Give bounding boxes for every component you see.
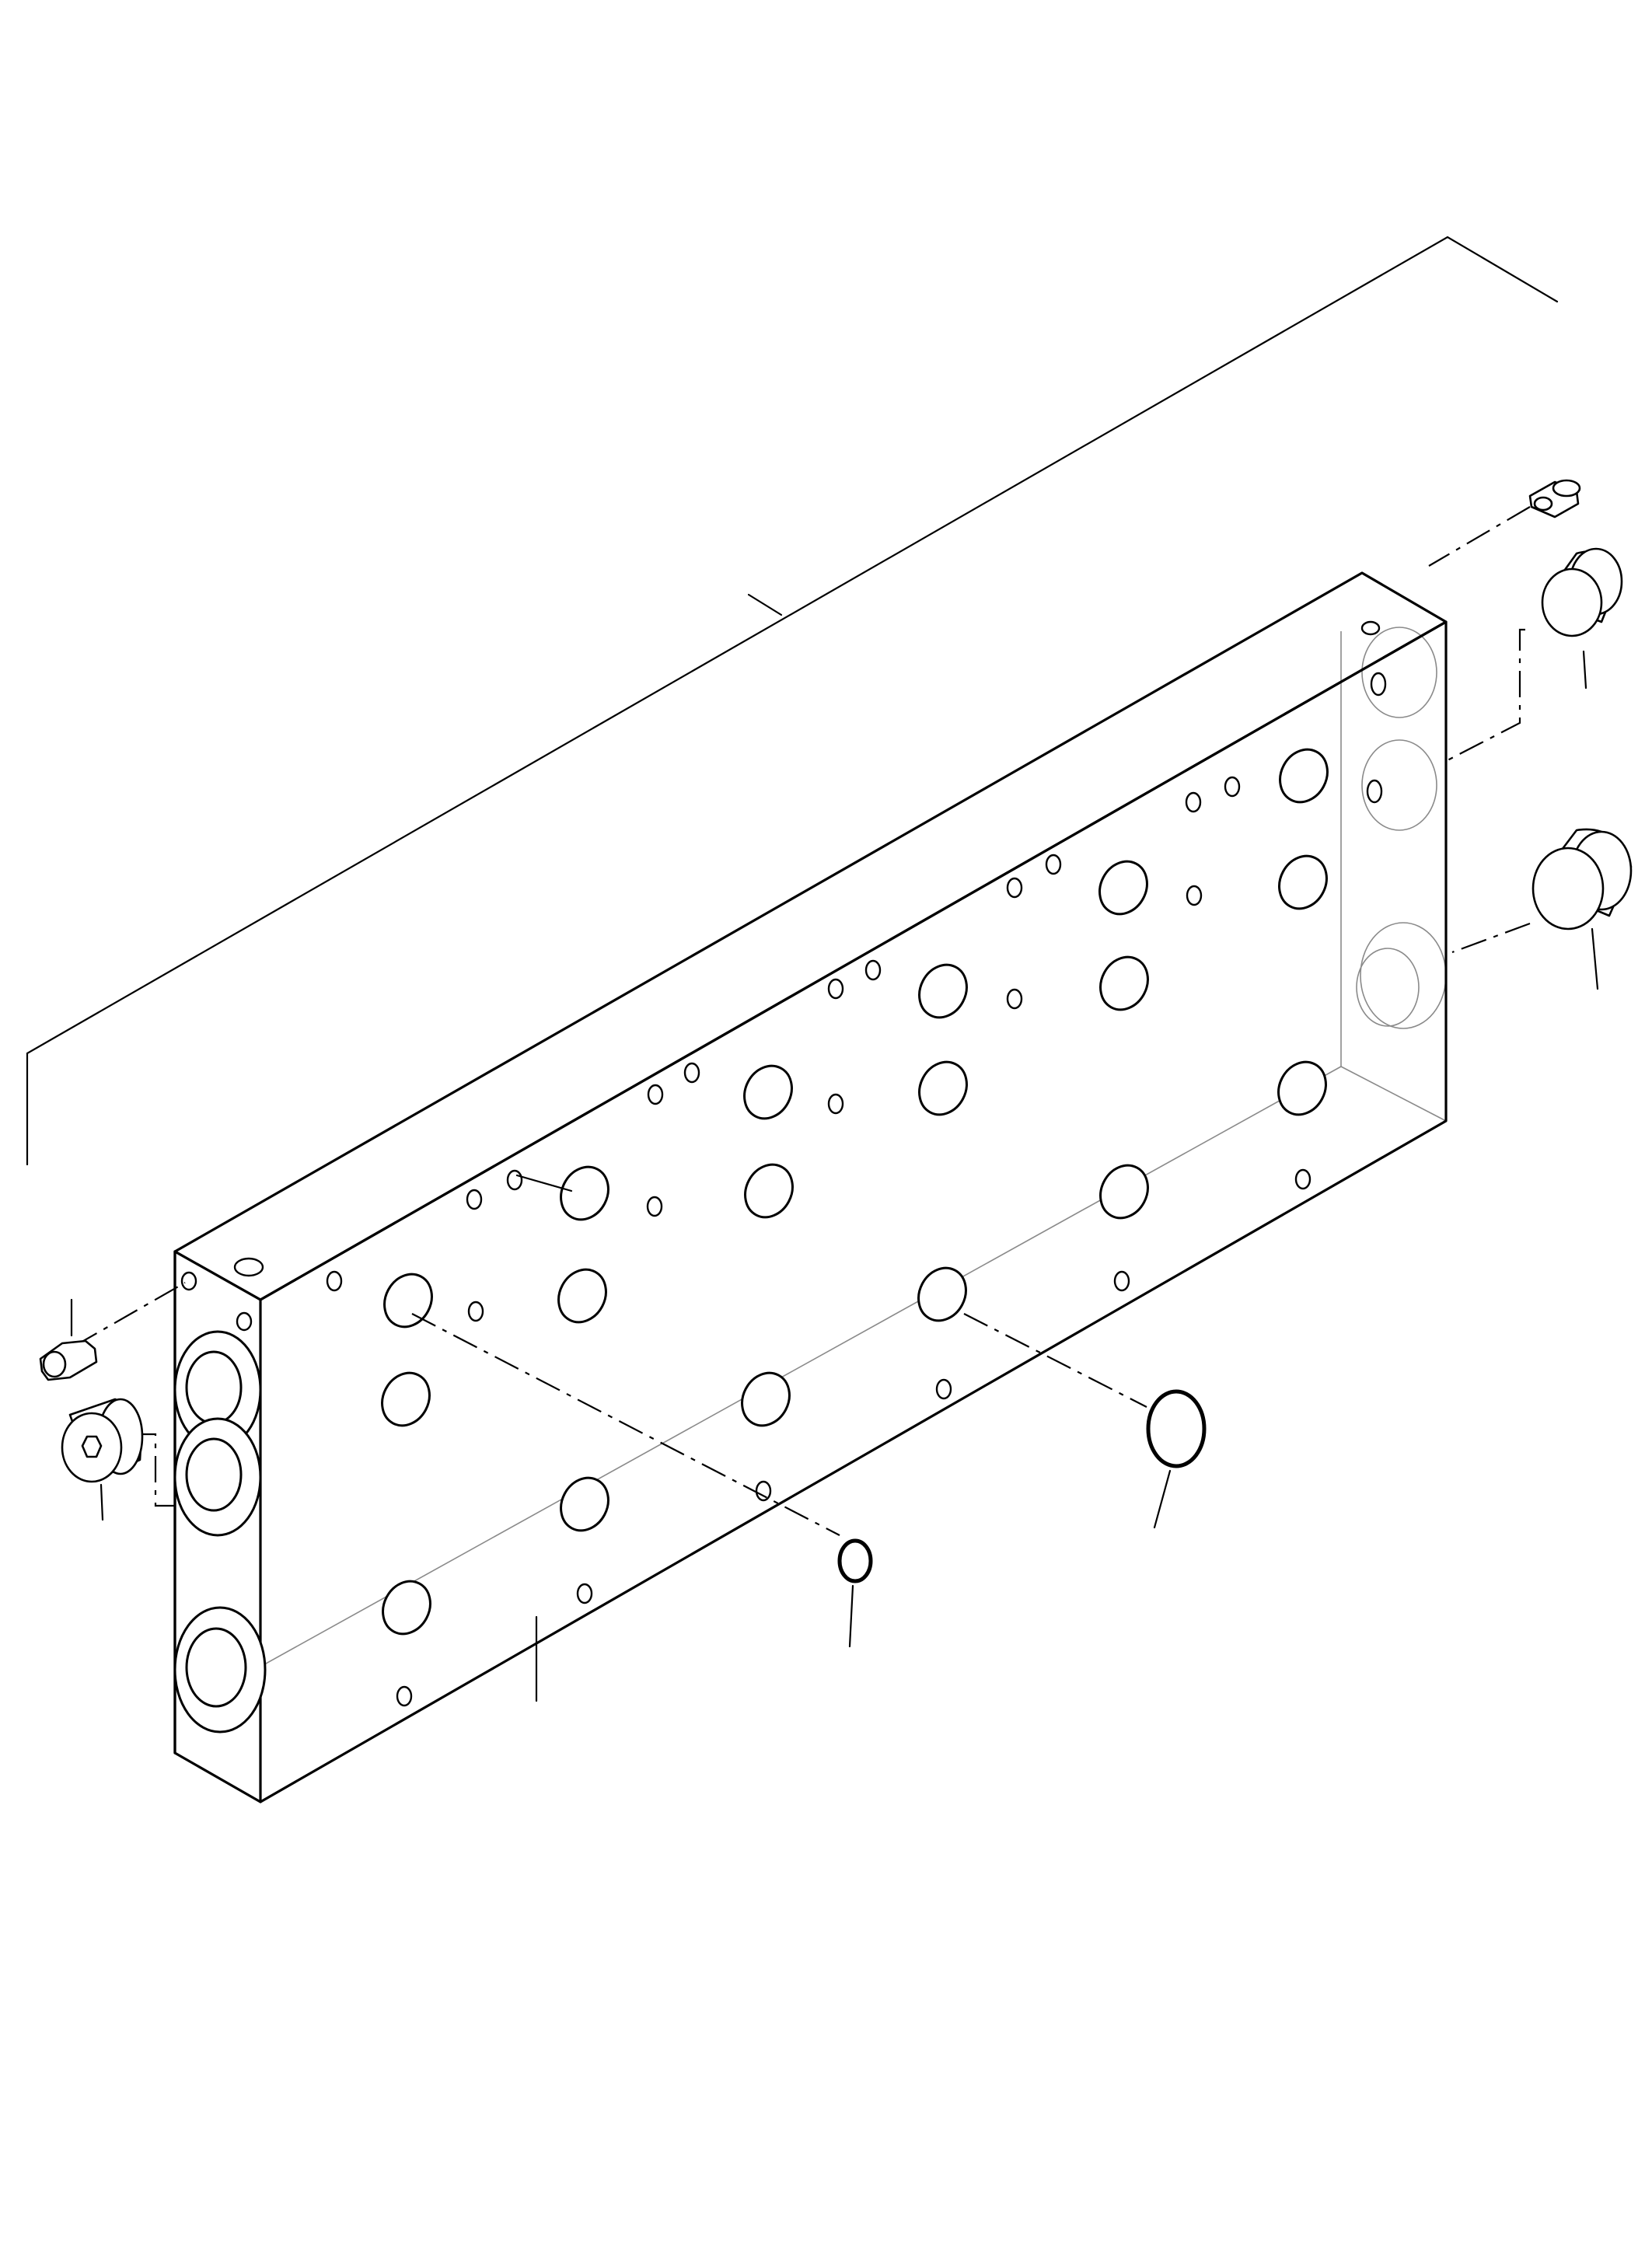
bolt-hole xyxy=(1113,1270,1130,1292)
bolt-hole xyxy=(1006,988,1023,1010)
screw-left xyxy=(39,1298,98,1381)
hidden-edges xyxy=(174,627,1447,1715)
bolt-hole xyxy=(646,1196,663,1217)
screw-upper-right xyxy=(1528,479,1581,518)
front-face-small-holes xyxy=(326,776,1311,1707)
bolt-hole xyxy=(647,1084,664,1105)
port-hole xyxy=(744,1163,794,1219)
o-ring-large xyxy=(1146,1389,1207,1529)
bolt-hole xyxy=(396,1685,413,1707)
port-hole xyxy=(1278,854,1328,910)
center-lines xyxy=(73,506,1531,1536)
port-hole xyxy=(1098,860,1148,916)
plug-upper-right xyxy=(1541,547,1623,690)
bolt-hole xyxy=(755,1480,772,1502)
port-hole xyxy=(557,1268,607,1324)
bolt-hole xyxy=(935,1378,952,1400)
front-face-ports xyxy=(381,748,1329,1636)
bolt-hole xyxy=(326,1270,343,1292)
plug-left xyxy=(61,1398,144,1521)
port-hole xyxy=(381,1371,431,1427)
port-hole xyxy=(560,1165,609,1221)
assembly-bracket xyxy=(26,236,1559,1166)
assembly-bracket-tick xyxy=(747,593,783,616)
o-ring-small xyxy=(837,1538,873,1648)
port-hole xyxy=(743,1064,793,1120)
bolt-hole xyxy=(466,1189,483,1210)
bolt-hole xyxy=(1006,877,1023,899)
leader-line-front xyxy=(515,1174,573,1192)
bolt-hole xyxy=(683,1062,700,1084)
port-hole xyxy=(1099,1164,1149,1220)
bolt-hole xyxy=(827,1093,844,1115)
port-hole xyxy=(1277,1060,1327,1116)
port-hole xyxy=(918,963,968,1019)
plug-lower-right xyxy=(1532,828,1633,990)
top-face-holes xyxy=(233,620,1381,1277)
bolt-hole xyxy=(1224,776,1241,798)
bolt-hole xyxy=(576,1583,593,1604)
port-hole xyxy=(1279,748,1329,804)
bolt-hole xyxy=(1294,1168,1311,1190)
manifold-block xyxy=(173,571,1448,1803)
port-hole xyxy=(560,1476,609,1532)
right-face-ports xyxy=(1366,672,1387,804)
port-hole xyxy=(383,1273,433,1329)
bolt-hole xyxy=(1186,885,1203,906)
port-hole xyxy=(1099,955,1149,1011)
bolt-hole xyxy=(1185,791,1202,813)
bolt-hole xyxy=(467,1301,484,1322)
bolt-hole xyxy=(827,978,844,1000)
port-hole xyxy=(918,1060,968,1116)
port-hole xyxy=(741,1371,791,1427)
port-hole xyxy=(382,1580,431,1636)
left-face-ports xyxy=(173,1271,267,1734)
bolt-hole xyxy=(506,1169,523,1191)
bolt-hole xyxy=(1045,854,1062,875)
port-hole xyxy=(917,1266,967,1322)
bolt-hole xyxy=(864,959,882,981)
